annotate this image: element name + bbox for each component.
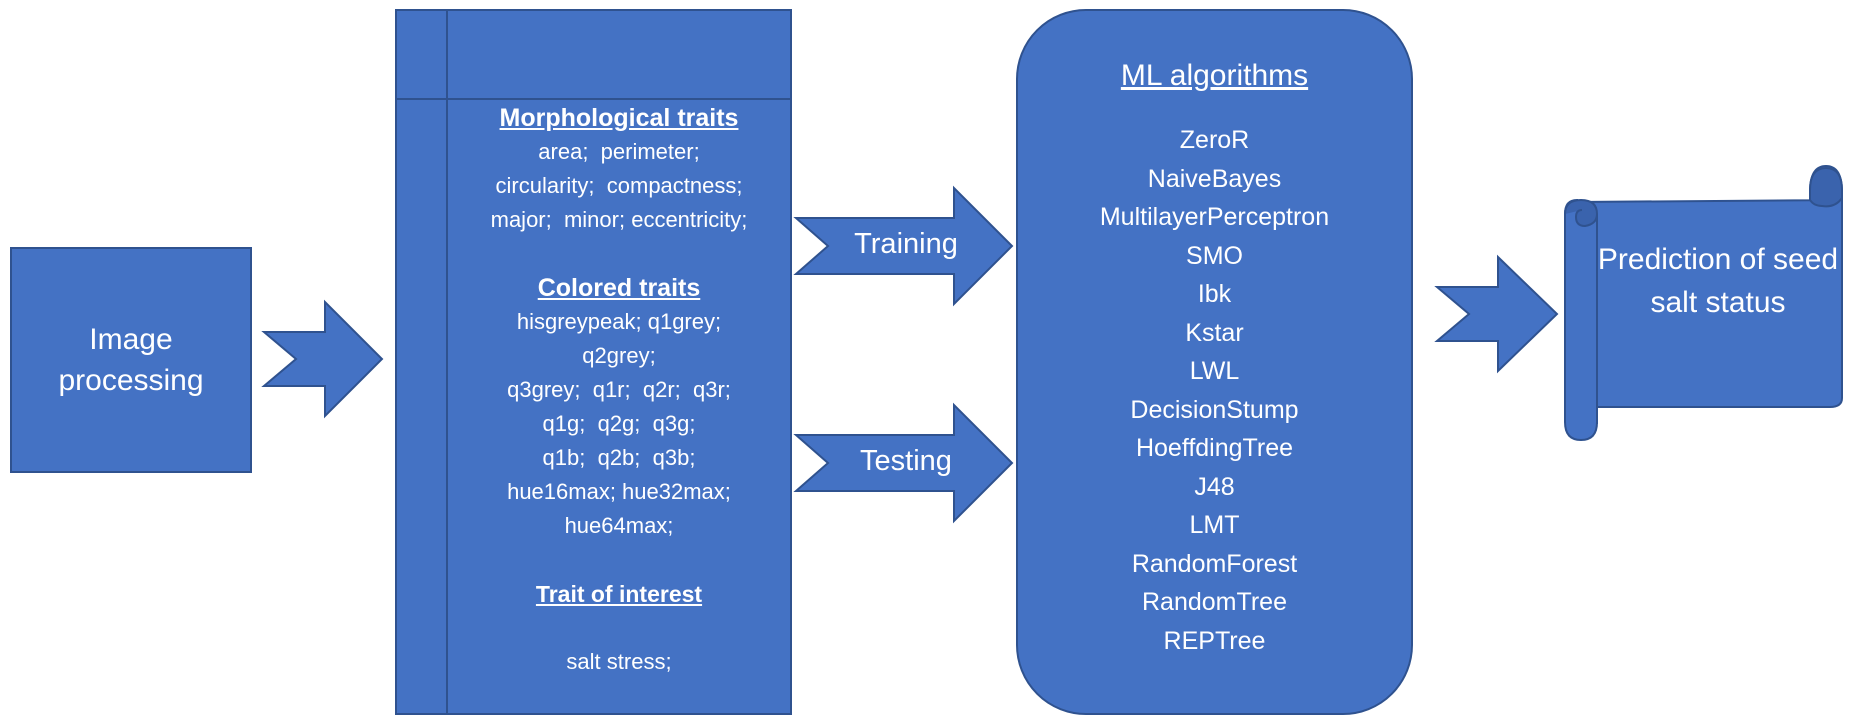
- image-processing-label: Image processing: [58, 323, 204, 397]
- testing-label: Testing: [860, 445, 952, 477]
- traits-panel-divider-horizontal: [397, 98, 790, 100]
- prediction-label: Prediction of seed salt status: [1597, 243, 1839, 319]
- trait-of-interest-value: salt stress;: [566, 649, 672, 674]
- testing-arrow: [793, 402, 1014, 524]
- ml-algorithm-item: RandomTree: [1142, 588, 1287, 616]
- ml-algorithm-item: DecisionStump: [1130, 395, 1299, 424]
- ml-algorithm-item: Ibk: [1197, 280, 1232, 308]
- ml-algorithm-item: RandomForest: [1131, 549, 1298, 578]
- prediction-scroll: [1564, 164, 1843, 442]
- traits-content: Morphological traits area; perimeter; ci…: [448, 101, 790, 679]
- ml-algorithms-title: ML algorithms: [1120, 59, 1309, 92]
- color-trait-line: hue64max;: [564, 513, 674, 538]
- trait-of-interest-heading: Trait of interest: [535, 581, 703, 607]
- color-trait-line: q3grey; q1r; q2r; q3r;: [507, 377, 731, 402]
- traits-panel-divider-vertical: [446, 11, 448, 713]
- colored-traits-heading: Colored traits: [537, 274, 701, 302]
- color-trait-line: hisgreypeak; q1grey;: [516, 309, 722, 334]
- color-trait-line: hue16max; hue32max;: [507, 479, 731, 504]
- ml-algorithm-item: REPTree: [1163, 626, 1266, 655]
- ml-algorithm-item: Kstar: [1185, 318, 1244, 347]
- ml-algorithm-item: LMT: [1189, 511, 1240, 539]
- morphological-traits-heading: Morphological traits: [499, 104, 739, 132]
- ml-algorithm-list: ZeroR NaiveBayes MultilayerPerceptron SM…: [1018, 121, 1411, 660]
- ml-algorithm-item: HoeffdingTree: [1135, 434, 1294, 462]
- color-trait-line: q2grey;: [582, 343, 656, 368]
- ml-algorithm-item: LWL: [1189, 357, 1240, 385]
- morph-trait-line: major; minor; eccentricity;: [490, 207, 748, 232]
- training-arrow: [793, 185, 1014, 307]
- traits-panel: Morphological traits area; perimeter; ci…: [395, 9, 792, 715]
- ml-algorithm-item: ZeroR: [1179, 126, 1250, 154]
- ml-algorithms-box: ML algorithms ZeroR NaiveBayes Multilaye…: [1016, 9, 1413, 715]
- morph-trait-line: area; perimeter;: [538, 139, 700, 164]
- color-trait-line: q1g; q2g; q3g;: [542, 411, 696, 436]
- ml-algorithm-item: NaiveBayes: [1147, 164, 1282, 193]
- morph-trait-line: circularity; compactness;: [495, 173, 743, 198]
- ml-algorithm-item: SMO: [1186, 241, 1243, 270]
- image-processing-box: Image processing: [10, 247, 252, 473]
- arrow-to-prediction: [1434, 254, 1559, 374]
- arrow-to-traits: [261, 299, 384, 419]
- color-trait-line: q1b; q2b; q3b;: [542, 445, 696, 470]
- ml-algorithm-item: MultilayerPerceptron: [1099, 203, 1330, 231]
- ml-algorithm-item: J48: [1194, 472, 1235, 501]
- training-label: Training: [854, 228, 958, 260]
